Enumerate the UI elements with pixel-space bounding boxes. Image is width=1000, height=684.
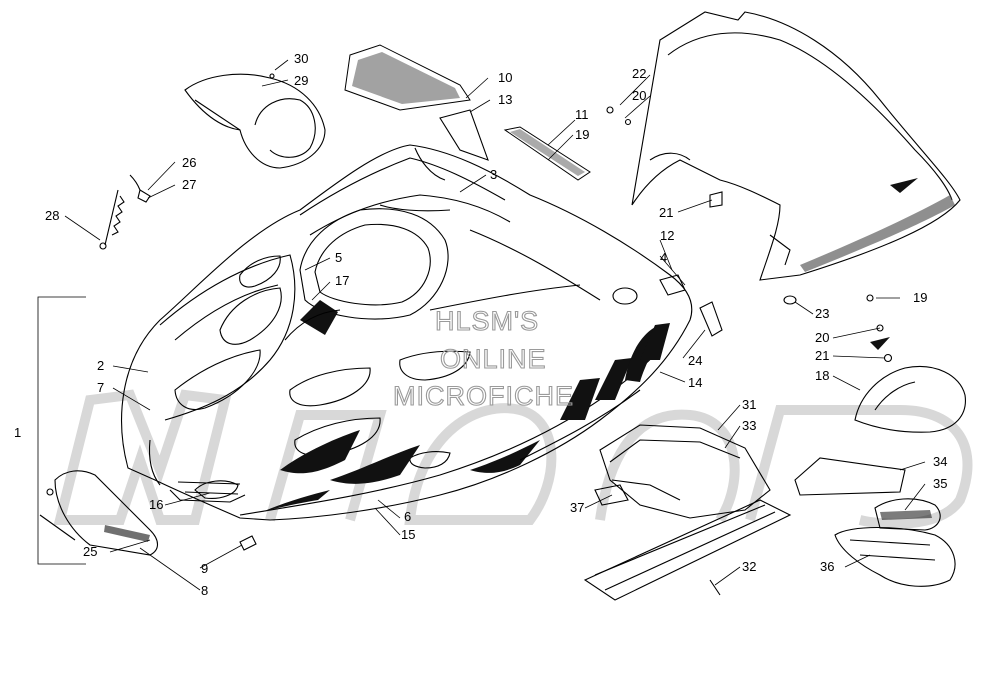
callout-6: 6 <box>404 509 411 524</box>
callout-35: 35 <box>933 476 947 491</box>
running-board-32 <box>583 499 792 601</box>
callout-10: 10 <box>498 70 512 85</box>
screw-9 <box>239 535 257 551</box>
callout-16: 16 <box>149 497 163 512</box>
callout-12: 12 <box>660 228 674 243</box>
lower-front-25 <box>39 470 159 556</box>
callout-27: 27 <box>182 177 196 192</box>
callout-labels: 1 2 3 4 5 6 7 8 9 10 11 12 13 14 15 16 1… <box>14 51 947 598</box>
callout-15: 15 <box>401 527 415 542</box>
callout-14: 14 <box>688 375 702 390</box>
leader-lines <box>64 59 926 591</box>
pad-37 <box>594 484 629 506</box>
callout-33: 33 <box>742 418 756 433</box>
hood-vent-11 <box>503 126 591 181</box>
callout-25: 25 <box>83 544 97 559</box>
callout-37: 37 <box>570 500 584 515</box>
callout-4: 4 <box>660 250 667 265</box>
callout-11: 11 <box>575 107 589 122</box>
callout-19-right: 19 <box>913 290 927 305</box>
callout-20-top: 20 <box>632 88 646 103</box>
callout-31: 31 <box>742 397 756 412</box>
callout-5: 5 <box>335 250 342 265</box>
watermark-line-2: ONLINE <box>440 344 547 374</box>
headlight-housing-29 <box>184 73 326 169</box>
callout-21-top: 21 <box>659 205 673 220</box>
windshield-hardware <box>606 106 797 305</box>
watermark-line-3: MICROFICHE <box>393 381 574 411</box>
assembly-bracket <box>37 296 86 565</box>
hood-trim-13 <box>439 109 489 161</box>
windshield-22 <box>631 11 961 281</box>
callout-19-top: 19 <box>575 127 589 142</box>
callout-1: 1 <box>14 425 21 440</box>
hood-assembly <box>121 144 693 521</box>
callout-21-right: 21 <box>815 348 829 363</box>
hood-vent-decal-10 <box>344 44 471 111</box>
callout-36: 36 <box>820 559 834 574</box>
callout-17: 17 <box>335 273 349 288</box>
callout-13: 13 <box>498 92 512 107</box>
watermark: HLSM'S ONLINE MICROFICHE <box>392 305 574 411</box>
callout-18: 18 <box>815 368 829 383</box>
callout-24: 24 <box>688 353 702 368</box>
callout-20-right: 20 <box>815 330 829 345</box>
callout-2: 2 <box>97 358 104 373</box>
deflector-18 <box>854 294 966 433</box>
seat-pad-31 <box>599 424 771 519</box>
callout-3: 3 <box>490 167 497 182</box>
callout-28: 28 <box>45 208 59 223</box>
callout-32: 32 <box>742 559 756 574</box>
hood-clip-24 <box>659 274 723 337</box>
callout-30: 30 <box>294 51 308 66</box>
watermark-line-1: HLSM'S <box>435 306 539 336</box>
callout-29: 29 <box>294 73 308 88</box>
callout-9: 9 <box>201 561 208 576</box>
callout-22: 22 <box>632 66 646 81</box>
callout-23: 23 <box>815 306 829 321</box>
callout-7: 7 <box>97 380 104 395</box>
pads-34-36 <box>794 457 956 587</box>
callout-34: 34 <box>933 454 947 469</box>
callout-26: 26 <box>182 155 196 170</box>
spring-assembly <box>99 174 151 250</box>
callout-8: 8 <box>201 583 208 598</box>
